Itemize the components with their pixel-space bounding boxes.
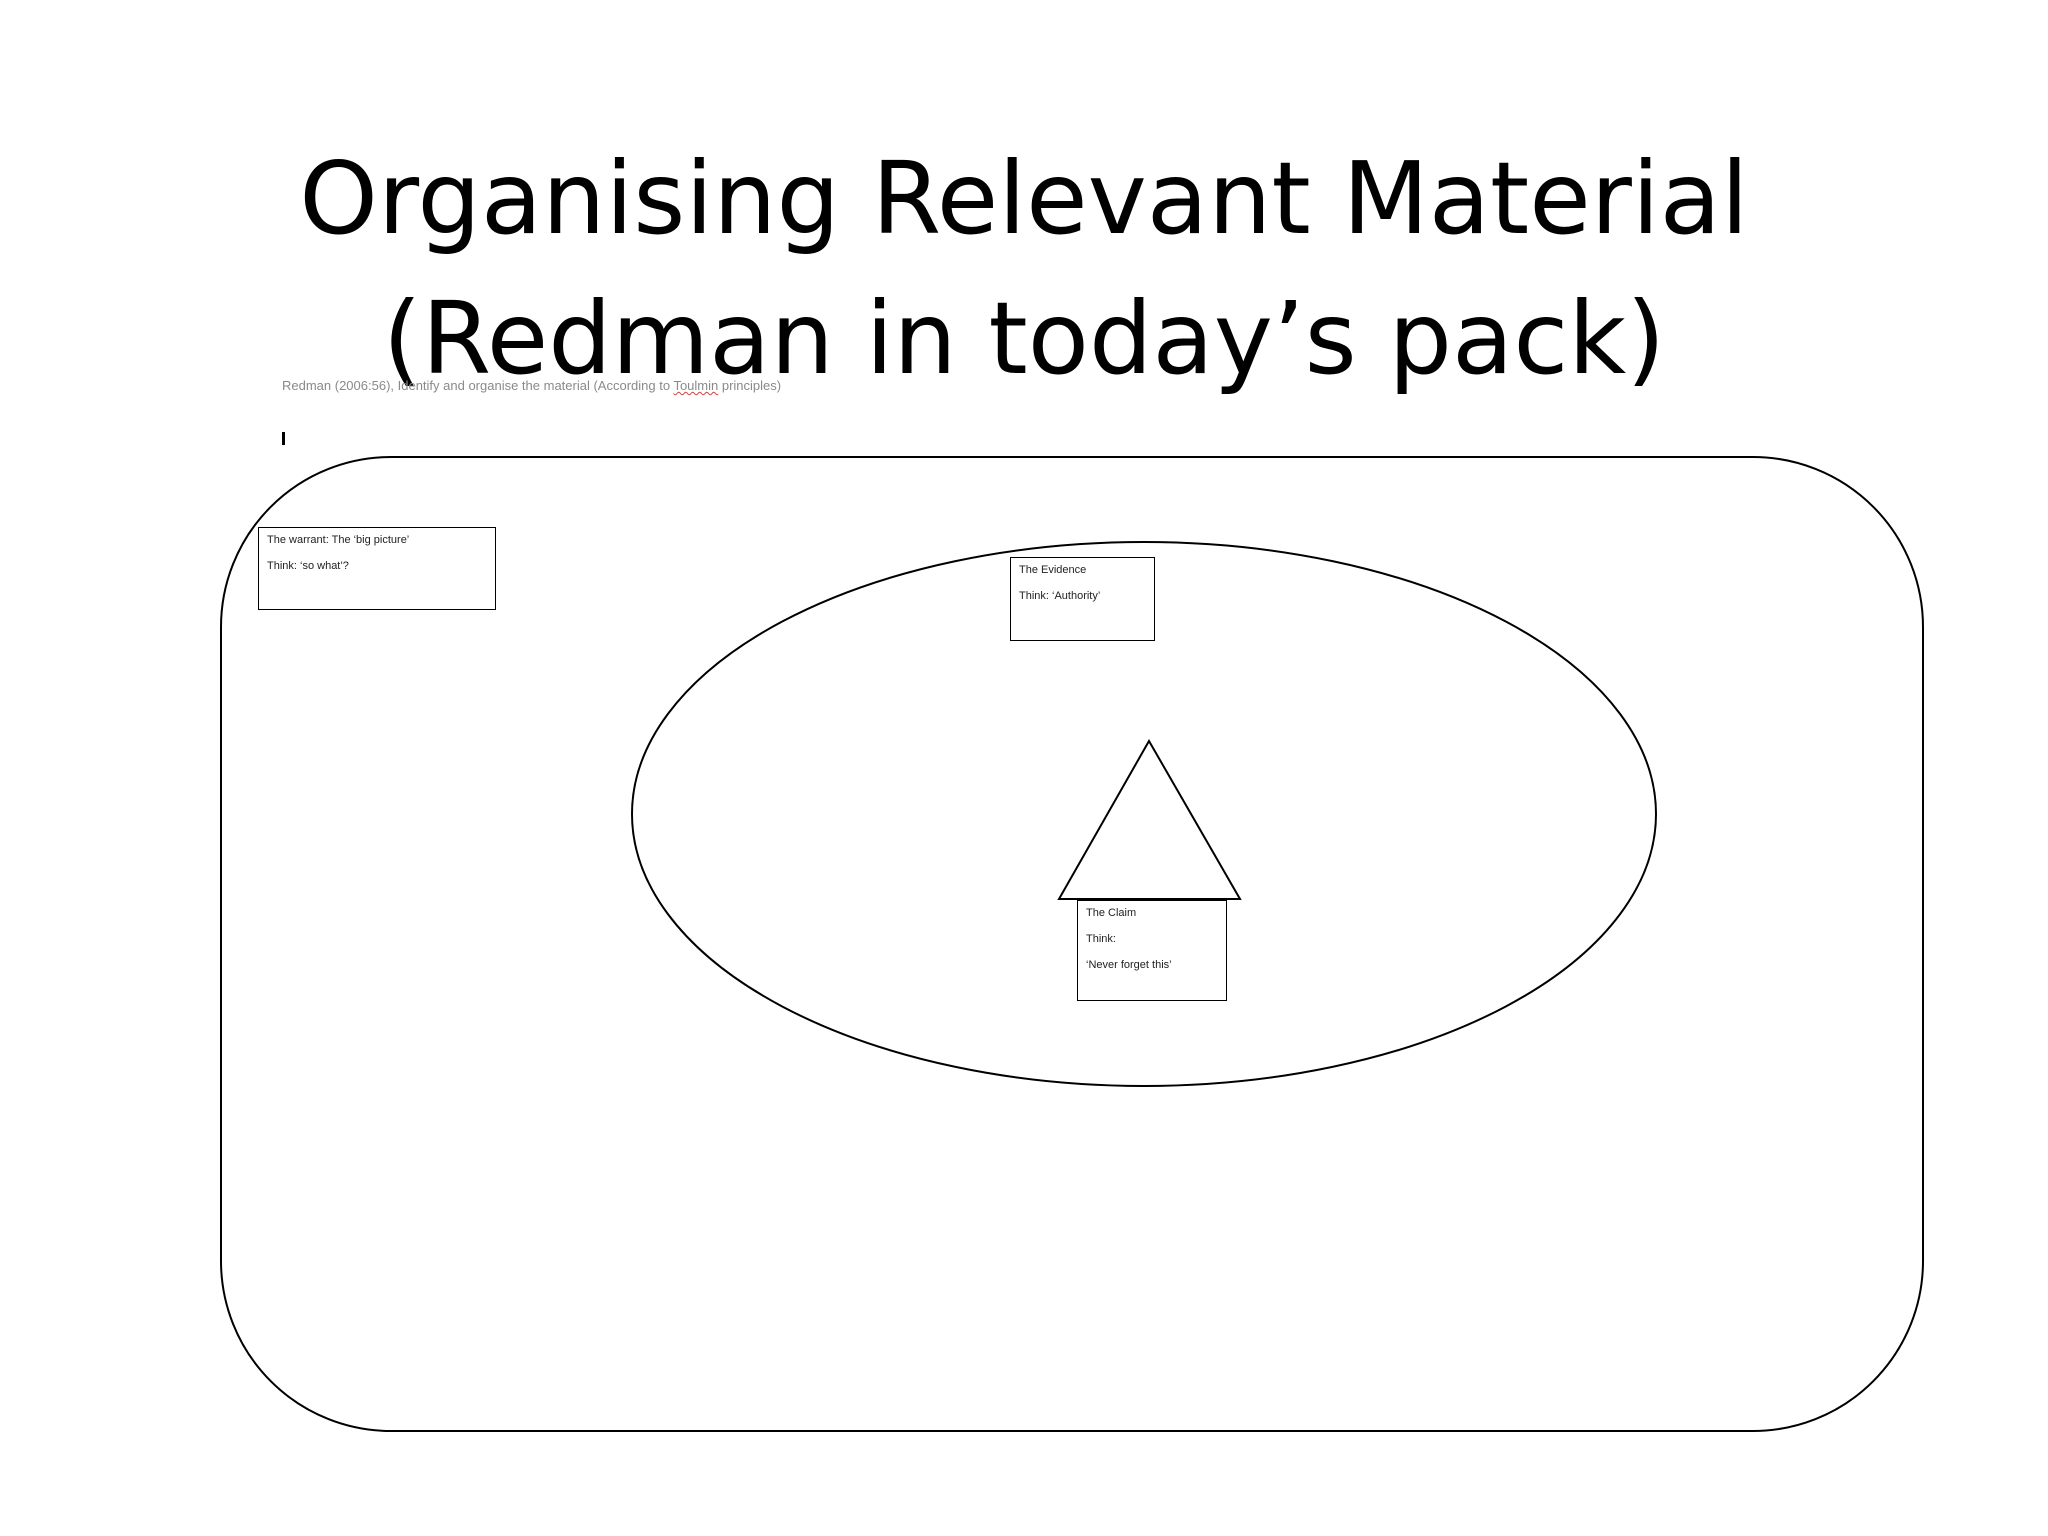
claim-label: The Claim <box>1086 907 1137 919</box>
caption-text-misspelled: Toulmin <box>673 378 719 393</box>
text-cursor-mark <box>282 432 285 445</box>
warrant-label: The warrant: The ‘big picture’ <box>267 534 410 546</box>
evidence-label: The Evidence <box>1019 564 1087 576</box>
inner-ellipse <box>631 541 1657 1087</box>
slide-title: Organising Relevant Material (Redman in … <box>0 129 2048 409</box>
warrant-box: The warrant: The ‘big picture’ Think: ‘s… <box>258 527 496 610</box>
caption-text-after: principles) <box>718 378 782 393</box>
triangle-shape <box>1057 738 1242 900</box>
diagram-caption: Redman (2006:56), Identify and organise … <box>282 378 781 393</box>
slide-title-line-2: (Redman in today’s pack) <box>382 280 1666 397</box>
evidence-box: The Evidence Think: ‘Authority’ <box>1010 557 1155 641</box>
caption-text-before: Redman (2006:56), Identify and organise … <box>282 378 674 393</box>
outer-rounded-frame <box>220 456 1924 1432</box>
evidence-think: Think: ‘Authority’ <box>1019 590 1101 602</box>
claim-box: The Claim Think: ‘Never forget this’ <box>1077 900 1227 1001</box>
warrant-think: Think: ‘so what’? <box>267 560 349 572</box>
slide-title-line-1: Organising Relevant Material <box>299 140 1749 257</box>
claim-think: Think: <box>1086 933 1116 945</box>
claim-note: ‘Never forget this’ <box>1086 959 1172 971</box>
